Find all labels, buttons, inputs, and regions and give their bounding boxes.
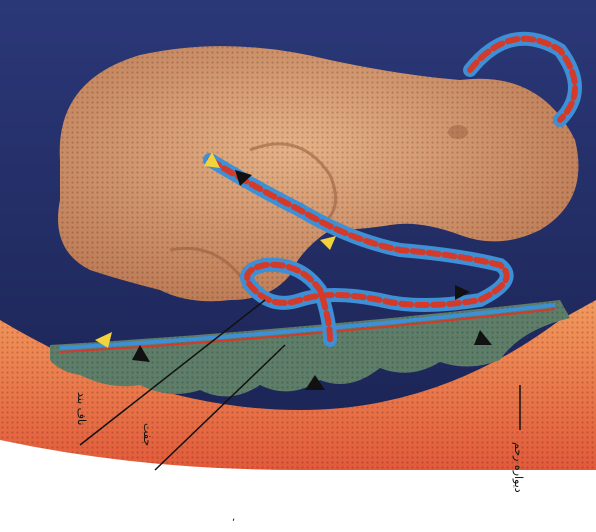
stray-mark: , (232, 512, 235, 523)
label-placenta: جفت (141, 423, 154, 446)
label-umbilical-cord: ناف بند (75, 392, 88, 425)
label-uterine-wall: دیواره رحم (512, 442, 525, 493)
